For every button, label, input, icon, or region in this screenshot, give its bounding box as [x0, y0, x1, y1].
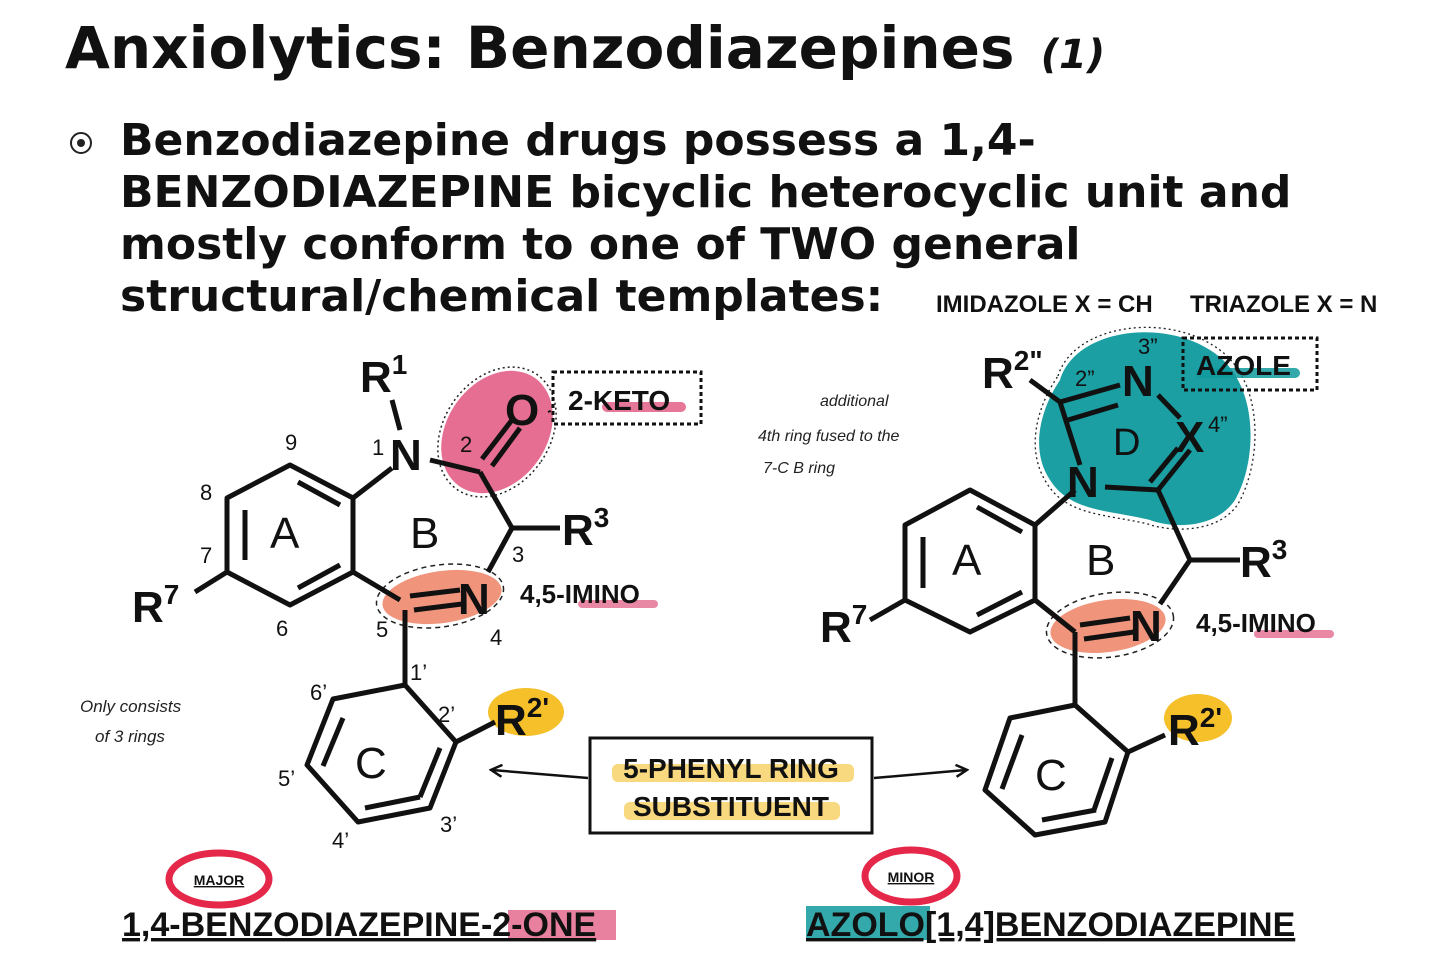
right-num-2pp: 2” [1075, 366, 1095, 391]
left-atom-n4: N [458, 575, 490, 624]
left-num-4p: 4’ [332, 828, 349, 853]
right-note-line2: 4th ring fused to the [758, 428, 900, 445]
azole-label: AZOLE [1196, 350, 1291, 381]
left-num-6: 6 [276, 616, 288, 641]
left-ring-c-label: C [355, 739, 387, 788]
title-suffix: (1) [1040, 32, 1106, 78]
right-ring-a-label: A [952, 536, 982, 585]
left-num-4: 4 [490, 625, 502, 650]
left-num-8: 8 [200, 480, 212, 505]
minor-badge: MINOR [888, 869, 935, 885]
left-r2p: R2' [495, 692, 549, 745]
left-note-line1: Only consists [80, 697, 182, 716]
left-name-highlight [508, 910, 616, 940]
bullet-text: Benzodiazepine drugs possess a 1,4-BENZO… [120, 115, 1292, 322]
phenyl-highlight-1 [612, 764, 854, 782]
slide-title: Anxiolytics: Benzodiazepines (1) [65, 14, 1105, 82]
right-ring-d-label: D [1113, 422, 1140, 464]
left-ring-c [304, 682, 497, 825]
right-ring-b-label: B [1086, 536, 1115, 585]
title-main: Anxiolytics: Benzodiazepines [65, 14, 1015, 82]
left-atom-o: O [505, 386, 539, 435]
right-ring-c [982, 702, 1167, 838]
azole-underline-highlight [1196, 368, 1300, 378]
left-atom-n1: N [390, 431, 422, 480]
left-num-3: 3 [512, 542, 524, 567]
left-structure-name: 1,4-BENZODIAZEPINE-2-ONE [122, 906, 596, 944]
keto-connector [547, 409, 554, 413]
keto-highlight [441, 370, 553, 494]
left-num-9: 9 [285, 430, 297, 455]
left-r3: R3 [562, 502, 609, 555]
arrow-left [492, 770, 589, 780]
left-num-1p: 1’ [410, 660, 427, 685]
right-imino-label: 4,5-IMINO [1196, 608, 1316, 638]
azole-highlight [1039, 332, 1251, 526]
right-atom-n-top: N [1122, 357, 1154, 406]
left-note-line2: of 3 rings [95, 727, 165, 746]
bullet-icon [70, 132, 92, 154]
phenyl-highlight-2 [624, 802, 840, 820]
right-atom-n-fused: N [1067, 458, 1099, 507]
left-num-7: 7 [200, 543, 212, 568]
r2p-highlight-right [1164, 694, 1232, 742]
left-num-5p: 5’ [278, 766, 295, 791]
imino-underline-left [578, 600, 658, 608]
right-ring-c-label: C [1035, 751, 1067, 800]
right-num-3pp: 3” [1138, 334, 1158, 359]
major-badge-circle [165, 849, 273, 909]
left-num-1: 1 [372, 435, 384, 460]
right-r2pp: R2" [982, 345, 1043, 398]
keto-label: 2-KETO [568, 385, 670, 416]
left-ring-b-label: B [410, 509, 439, 558]
right-r2p: R2' [1168, 702, 1222, 755]
left-num-2: 2 [460, 432, 472, 457]
left-r1: R1 [360, 349, 407, 402]
keto-box [551, 370, 703, 426]
left-num-2p: 2’ [438, 702, 455, 727]
right-note-line3: 7-C B ring [763, 460, 835, 477]
r2p-highlight-left [488, 688, 564, 736]
left-num-3p: 3’ [440, 812, 457, 837]
right-note-line1: additional [820, 393, 889, 410]
right-num-4pp: 4” [1208, 412, 1228, 437]
right-name-highlight [806, 906, 930, 940]
keto-underline-highlight [602, 402, 686, 412]
azole-dotted-outline [1034, 326, 1256, 530]
left-ring-a-label: A [270, 509, 300, 558]
imino-underline-right [1254, 630, 1334, 638]
left-imino-label: 4,5-IMINO [520, 579, 640, 609]
left-num-6p: 6’ [310, 680, 327, 705]
minor-badge-circle [861, 846, 961, 906]
right-r3: R3 [1240, 534, 1287, 587]
right-structure-name: AZOLO[1,4]BENZODIAZEPINE [806, 906, 1295, 944]
imino-dashed-ring-right [1045, 591, 1175, 659]
azole-box [1181, 336, 1319, 392]
imino-dashed-ring [375, 563, 505, 629]
major-badge: MAJOR [194, 872, 245, 888]
right-atom-n-imino: N [1130, 602, 1162, 651]
imino-highlight-right [1050, 599, 1166, 653]
imino-highlight [382, 569, 502, 625]
imidazole-label: IMIDAZOLE X = CH [936, 291, 1153, 318]
arrow-right [873, 770, 966, 780]
left-ring-b-bonds [193, 399, 560, 685]
left-num-5: 5 [376, 617, 388, 642]
triazole-label: TRIAZOLE X = N [1190, 291, 1377, 318]
phenyl-line-2: SUBSTITUENT [633, 791, 829, 822]
right-r7: R7 [820, 599, 867, 652]
right-atom-x: X [1175, 413, 1204, 462]
left-r7: R7 [132, 579, 179, 632]
phenyl-line-1: 5-PHENYL RING [623, 753, 839, 784]
keto-dotted-ring [437, 366, 557, 498]
right-ring-bonds [868, 377, 1240, 705]
